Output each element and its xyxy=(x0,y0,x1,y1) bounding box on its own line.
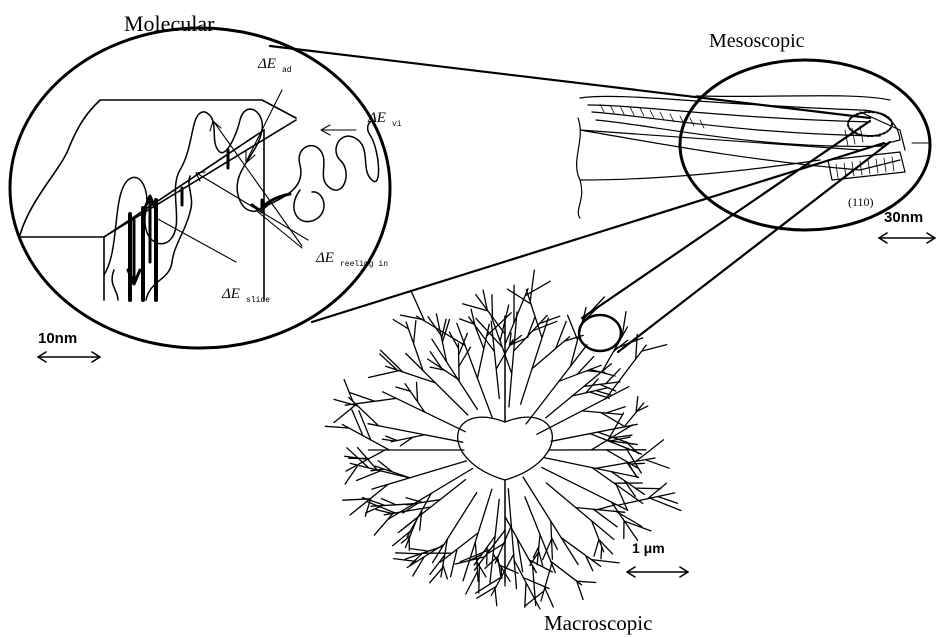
scale-bar-1um: 1 μm xyxy=(627,540,688,577)
svg-text:ad: ad xyxy=(282,66,292,75)
svg-text:ΔE: ΔE xyxy=(257,56,276,72)
svg-text:10nm: 10nm xyxy=(38,330,77,347)
macroscopic-title: Macroscopic xyxy=(544,611,652,635)
scale-bar-30nm: 30nm xyxy=(879,209,935,243)
svg-text:1 μm: 1 μm xyxy=(632,540,665,556)
svg-text:ΔE: ΔE xyxy=(367,110,386,126)
macroscopic-view xyxy=(325,270,681,609)
energy-label-reeling: ΔE reelimg in xyxy=(315,250,388,269)
molecular-title: Molecular xyxy=(124,11,215,36)
molecular-zoom-ellipse xyxy=(10,28,390,348)
svg-text:30nm: 30nm xyxy=(884,209,923,226)
mesoscopic-source-marker xyxy=(579,315,621,351)
annotation-arrows xyxy=(156,90,356,262)
mesoscopic-title: Mesoscopic xyxy=(709,30,805,52)
scale-bar-10nm: 10nm xyxy=(38,330,100,362)
svg-text:ΔE: ΔE xyxy=(221,286,240,302)
crystal-plane-label: (110) xyxy=(848,195,874,209)
svg-text:ΔE: ΔE xyxy=(315,250,334,266)
zoom-connector-lines xyxy=(270,46,890,352)
energy-label-ad: ΔE ad xyxy=(257,56,292,75)
molecular-view: ΔE ad ΔE vi ΔE reelimg in ΔE slide xyxy=(10,28,402,348)
svg-text:vi: vi xyxy=(392,120,402,129)
svg-text:slide: slide xyxy=(246,296,270,305)
energy-arrows-bold xyxy=(128,150,290,284)
dendritic-spherulite xyxy=(325,270,681,609)
energy-label-vi: ΔE vi xyxy=(367,110,402,129)
energy-label-slide: ΔE slide xyxy=(221,286,270,305)
svg-text:reelimg in: reelimg in xyxy=(340,260,388,269)
